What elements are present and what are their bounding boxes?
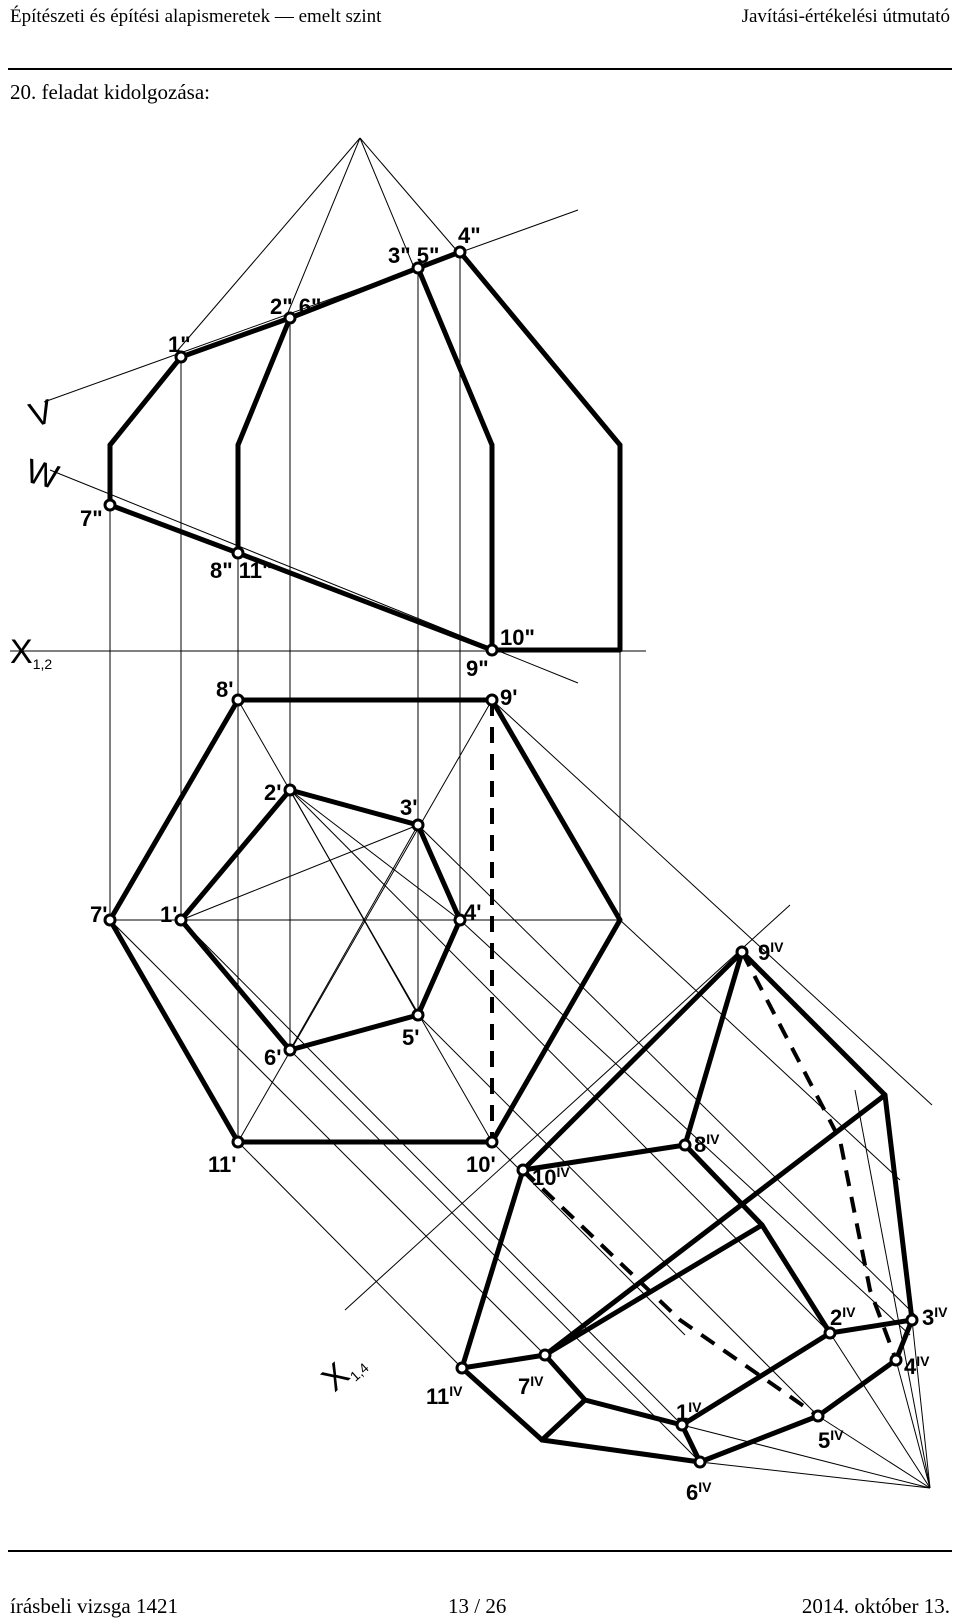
- front-view: [107, 249, 623, 653]
- label-6-top: 6': [264, 1045, 281, 1070]
- axis-label-x12: X1,2: [10, 633, 52, 672]
- label-11-top: 11': [208, 1152, 237, 1177]
- label-9-top: 9': [500, 685, 517, 710]
- footer-rule: [8, 1550, 952, 1552]
- footer-page-number: 13 / 26: [448, 1594, 507, 1618]
- label-8-11-front: 8" 11": [210, 558, 272, 583]
- label-9-aux: 9IV: [758, 939, 784, 965]
- header-right: Javítási-értékelési útmutató: [741, 6, 950, 27]
- label-4-top: 4': [464, 900, 481, 925]
- label-6-aux: 6IV: [686, 1479, 712, 1505]
- label-7-aux: 7IV: [518, 1373, 544, 1399]
- label-3-5-front: 3" 5": [388, 243, 439, 268]
- footer-left: írásbeli vizsga 1421: [10, 1594, 178, 1618]
- front-view-labels: 1" 2" 6" 3" 5" 4" 7" 8" 11" 10" 9": [80, 223, 535, 681]
- label-2-top: 2': [264, 780, 281, 805]
- label-1-aux: 1IV: [676, 1399, 702, 1425]
- label-4-front: 4": [458, 223, 481, 248]
- label-10-top: 10': [466, 1152, 496, 1177]
- label-7-top: 7': [90, 902, 107, 927]
- label-10-front: 10": [500, 625, 535, 650]
- label-9-front: 9": [466, 656, 489, 681]
- axis-label-x14: X1,4: [314, 1342, 372, 1399]
- label-5-aux: 5IV: [818, 1427, 844, 1453]
- top-view-labels: 8' 9' 2' 3' 7' 1' 4' 5' 6' 11' 10': [90, 677, 517, 1177]
- label-10-aux: 10IV: [532, 1164, 570, 1190]
- label-7-front: 7": [80, 506, 103, 531]
- footer-right: 2014. október 13.: [801, 1594, 950, 1618]
- label-3-top: 3': [400, 795, 417, 820]
- label-2-aux: 2IV: [830, 1304, 856, 1330]
- label-1-top: 1': [160, 902, 177, 927]
- vertex-points: [103, 245, 919, 1469]
- axis-label-w: W: [22, 452, 63, 497]
- label-3-aux: 3IV: [922, 1304, 948, 1330]
- label-5-top: 5': [402, 1025, 419, 1050]
- axis-labels: V W X1,2 X1,4: [10, 392, 372, 1399]
- label-1-front: 1": [168, 332, 191, 357]
- label-2-6-front: 2" 6": [270, 294, 321, 319]
- page-title: 20. feladat kidolgozása:: [10, 80, 211, 104]
- header-rule: [8, 68, 952, 70]
- label-8-aux: 8IV: [694, 1131, 720, 1157]
- label-4-aux: 4IV: [904, 1353, 930, 1379]
- auxiliary-view-labels: 9IV 8IV 10IV 2IV 3IV 4IV 11IV 7IV 1IV 5I…: [426, 939, 948, 1505]
- label-11-aux: 11IV: [426, 1383, 463, 1409]
- label-8-top: 8': [216, 677, 233, 702]
- header-left: Építészeti és építési alapismeretek — em…: [10, 6, 382, 27]
- construction-lines: [10, 137, 933, 1489]
